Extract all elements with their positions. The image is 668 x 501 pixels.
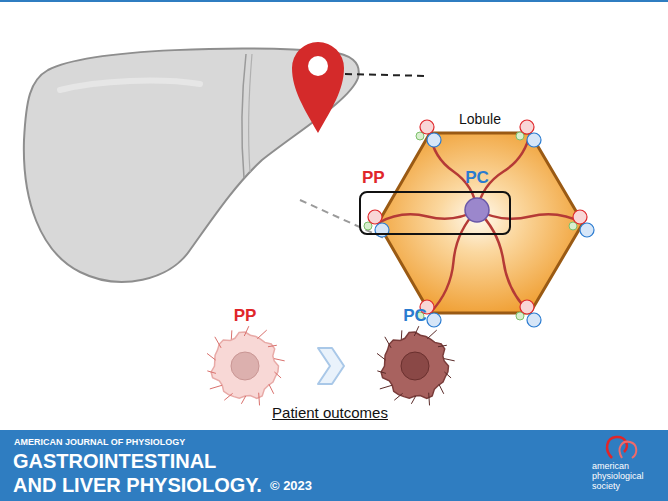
cell-process	[427, 330, 436, 339]
journal-series: AMERICAN JOURNAL OF PHYSIOLOGY	[14, 437, 185, 447]
central-vein	[465, 198, 489, 222]
cell-process	[444, 359, 455, 361]
portal-vein	[427, 133, 441, 147]
top-rule	[0, 0, 668, 2]
nucleus	[401, 352, 429, 380]
cell-process	[380, 385, 392, 389]
cell-process	[411, 396, 415, 404]
lobule-outline	[378, 133, 583, 313]
location-pin-hole	[308, 56, 328, 76]
hepatic-artery	[368, 210, 382, 224]
cell-process	[207, 371, 216, 374]
liver-ligament	[242, 54, 246, 178]
cell-process	[377, 371, 386, 374]
cell-process	[444, 372, 451, 378]
cell-process	[401, 330, 403, 339]
society-name: american physiological society	[592, 462, 656, 492]
cell-process	[274, 372, 281, 378]
cell-process	[269, 384, 274, 394]
hepatic-artery	[420, 120, 434, 134]
portal-vein	[580, 223, 594, 237]
nucleus	[231, 352, 259, 380]
zoom-line	[345, 74, 428, 76]
society-logo	[607, 437, 636, 458]
chevron-head	[318, 348, 344, 384]
progression-chevron	[290, 348, 370, 384]
lobule-title: Lobule	[370, 111, 590, 127]
cell-node: PP	[200, 304, 290, 404]
zone-label: PC	[465, 168, 489, 188]
cell-process	[231, 330, 233, 339]
lobule-hexagon	[370, 108, 590, 323]
sinusoid	[477, 210, 530, 313]
journal-title: AND LIVER PHYSIOLOGY.	[13, 474, 262, 497]
cell-process	[244, 326, 249, 336]
sinusoid	[378, 210, 477, 223]
cell-process	[377, 353, 386, 360]
location-pin	[292, 42, 344, 133]
cell-process	[414, 326, 419, 336]
liver-highlight	[60, 81, 200, 90]
portal-vein	[527, 313, 541, 327]
cell-process	[215, 337, 221, 348]
cell-process	[439, 384, 444, 394]
sinusoid	[477, 210, 583, 223]
liver-ligament	[249, 54, 252, 172]
cell-node: PC	[370, 304, 460, 404]
cell-process	[274, 359, 285, 361]
cell-process	[385, 337, 391, 348]
cell-body	[211, 332, 278, 398]
journal-footer-band	[0, 430, 668, 501]
cell-process	[207, 353, 216, 360]
outcome-label: Patient outcomes	[272, 404, 388, 421]
portal-vein	[527, 133, 541, 147]
copyright: © 2023	[270, 479, 312, 494]
zone-label: PP	[200, 306, 290, 326]
cell-process	[241, 396, 245, 404]
sinusoid	[430, 210, 477, 313]
cell-process	[394, 393, 402, 400]
hepatic-artery	[520, 300, 534, 314]
portal-vein	[427, 313, 441, 327]
hepatic-artery	[520, 120, 534, 134]
zone-frame	[360, 192, 510, 234]
journal-title: GASTROINTESTINAL	[13, 450, 216, 473]
cell-body	[381, 332, 448, 398]
cell-process	[428, 393, 430, 406]
cell-process	[257, 330, 266, 339]
cell-process	[268, 345, 277, 346]
cell-process	[224, 393, 232, 400]
zone-label: PC	[370, 306, 460, 326]
cell-process	[438, 345, 447, 346]
hepatic-artery	[573, 210, 587, 224]
cell-process	[258, 393, 260, 406]
zone-label: PP	[362, 168, 385, 188]
cell-process	[210, 385, 222, 389]
lobule-node: Lobule	[370, 108, 590, 323]
